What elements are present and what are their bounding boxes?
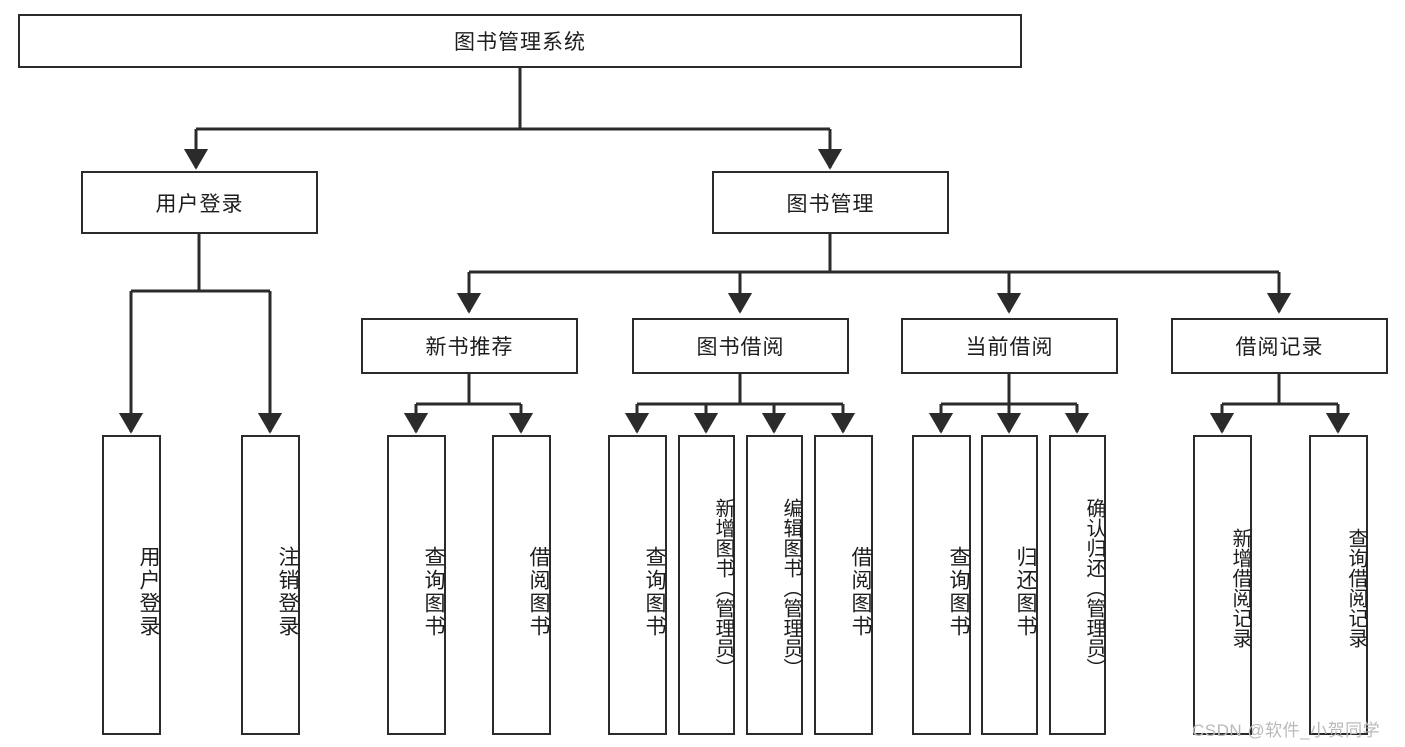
node-leaf-query-book-3[interactable]: 查询图书 — [912, 435, 971, 735]
node-borrow-record[interactable]: 借阅记录 — [1171, 318, 1388, 374]
node-leaf-add-book[interactable]: 新增图书（管理员） — [678, 435, 735, 735]
node-leaf-return-book[interactable]: 归还图书 — [981, 435, 1038, 735]
node-current-borrow[interactable]: 当前借阅 — [901, 318, 1118, 374]
node-user-login[interactable]: 用户登录 — [81, 171, 318, 234]
node-leaf-borrow-book-1[interactable]: 借阅图书 — [492, 435, 551, 735]
node-leaf-user-logout[interactable]: 注销登录 — [241, 435, 300, 735]
node-leaf-confirm-return[interactable]: 确认归还（管理员） — [1049, 435, 1106, 735]
node-root[interactable]: 图书管理系统 — [18, 14, 1022, 68]
node-leaf-edit-book[interactable]: 编辑图书（管理员） — [746, 435, 803, 735]
node-new-book-recommend[interactable]: 新书推荐 — [361, 318, 578, 374]
node-leaf-add-record[interactable]: 新增借阅记录 — [1193, 435, 1252, 735]
node-book-manage[interactable]: 图书管理 — [712, 171, 949, 234]
csdn-watermark: CSDN @软件_小贺同学 — [1192, 721, 1381, 740]
node-leaf-query-book-2[interactable]: 查询图书 — [608, 435, 667, 735]
node-leaf-query-record[interactable]: 查询借阅记录 — [1309, 435, 1368, 735]
node-leaf-user-login[interactable]: 用户登录 — [102, 435, 161, 735]
node-leaf-borrow-book-2[interactable]: 借阅图书 — [814, 435, 873, 735]
node-leaf-query-book-1[interactable]: 查询图书 — [387, 435, 446, 735]
node-book-borrow[interactable]: 图书借阅 — [632, 318, 849, 374]
